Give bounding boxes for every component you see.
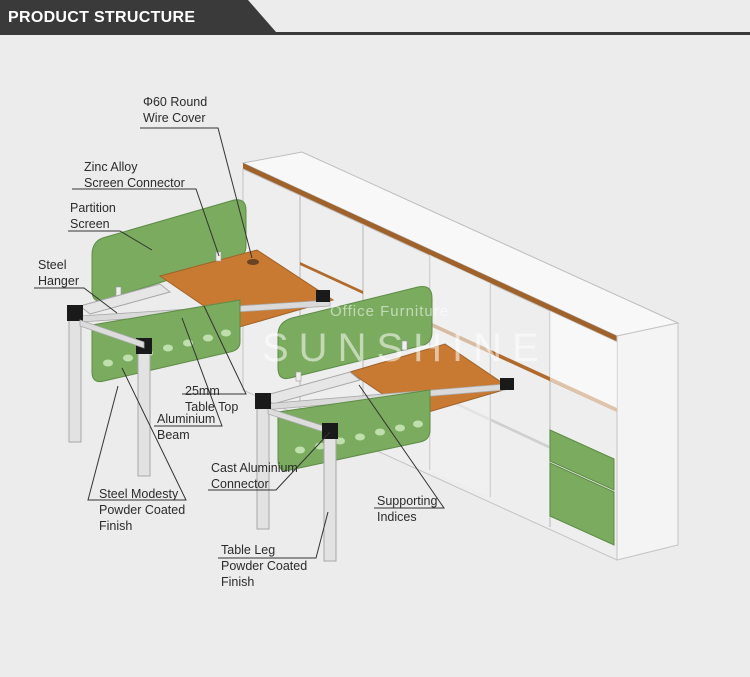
label-table-leg: Table Leg Powder Coated Finish (221, 542, 307, 590)
label-table-leg-line2: Powder Coated (221, 559, 308, 573)
label-screen-connector-line2: Screen Connector (84, 176, 185, 190)
label-partition-screen-line1: Partition (70, 201, 116, 215)
label-steel-hanger: Steel Hanger (38, 257, 79, 289)
label-table-top-line1: 25mm (185, 384, 220, 398)
label-steel-modesty-line1: Steel Modesty (99, 487, 179, 501)
callout-lines (34, 127, 445, 559)
label-aluminium-beam-line1: Aluminium (157, 412, 216, 426)
label-screen-connector: Zinc Alloy Screen Connector (84, 159, 185, 191)
label-steel-modesty: Steel Modesty Powder Coated Finish (99, 486, 185, 534)
page-title: PRODUCT STRUCTURE (8, 9, 196, 26)
front-workstation (255, 286, 514, 562)
label-wire-cover-line2: Wire Cover (143, 111, 206, 125)
label-table-top: 25mm Table Top (185, 383, 238, 415)
label-screen-connector-line1: Zinc Alloy (84, 160, 138, 174)
label-steel-hanger-line2: Hanger (38, 274, 79, 288)
label-table-top-line2: Table Top (185, 400, 239, 414)
label-supporting-indices-line1: Supporting (377, 494, 438, 508)
label-wire-cover-line1: Φ60 Round (143, 95, 208, 109)
label-supporting-indices-line2: Indices (377, 510, 417, 524)
label-cast-connector-line1: Cast Aluminium (211, 461, 298, 475)
title-bar: PRODUCT STRUCTURE (0, 0, 750, 35)
title-bar-shape (0, 0, 750, 35)
label-aluminium-beam-line2: Beam (157, 428, 190, 442)
label-steel-hanger-line1: Steel (38, 258, 67, 272)
watermark-brand: SUNSHINE (262, 326, 549, 370)
label-supporting-indices: Supporting Indices (377, 493, 437, 525)
watermark-subtitle: Office Furniture (330, 303, 450, 320)
rear-workstation (67, 199, 335, 477)
storage-cabinet (241, 151, 680, 561)
label-cast-connector: Cast Aluminium Connector (211, 460, 298, 492)
label-aluminium-beam: Aluminium Beam (157, 411, 215, 443)
label-wire-cover: Φ60 Round Wire Cover (143, 94, 207, 126)
label-table-leg-line3: Finish (221, 575, 255, 589)
label-cast-connector-line2: Connector (211, 477, 269, 491)
label-steel-modesty-line2: Powder Coated (99, 503, 186, 517)
label-steel-modesty-line3: Finish (99, 519, 133, 533)
label-partition-screen-line2: Screen (70, 217, 110, 231)
label-table-leg-line1: Table Leg (221, 543, 276, 557)
label-partition-screen: Partition Screen (70, 200, 116, 232)
